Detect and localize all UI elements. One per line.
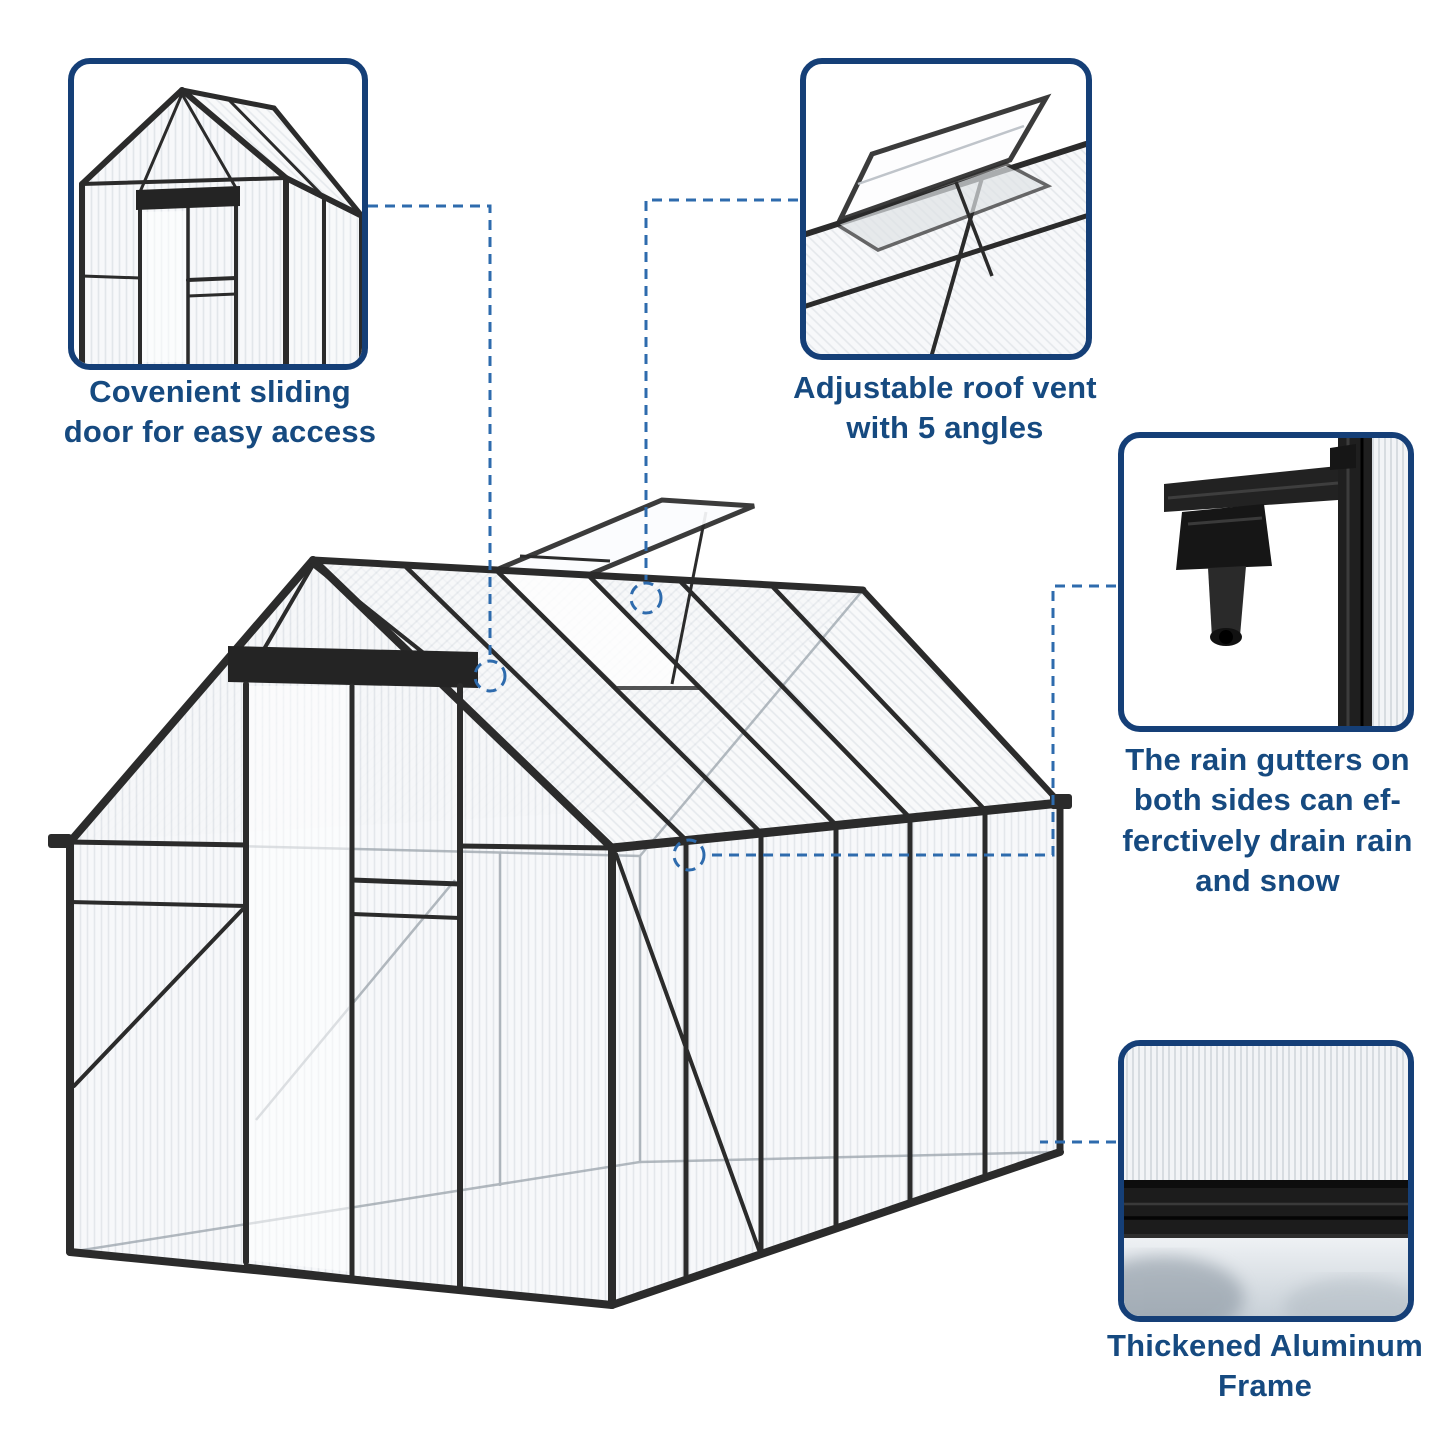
caption-roof-vent: Adjustable roof vent with 5 angles [793,370,1097,446]
marker-door-icon [473,659,507,693]
marker-gutter-icon [672,838,706,872]
sliding-door [228,646,478,1293]
caption-sliding-door: Covenient sliding door for easy access [63,374,377,450]
gutter-end-caps [48,794,1072,848]
connector-door [368,204,492,660]
callout-rain-gutter-thumbnail [1118,432,1414,732]
callout-sliding-door-thumbnail [68,58,368,370]
roof-vent-closeup [806,93,1086,354]
door-opening [248,686,352,1272]
callout-aluminum-frame-thumbnail [1118,1040,1414,1322]
sliding-door-closeup [79,87,362,364]
caption-aluminum-frame: Thickened Aluminum Frame [1107,1328,1423,1404]
marker-vent-icon [629,581,663,615]
callout-connectors [368,198,1116,1144]
caption-rain-gutter: The rain gutters on both sides can ef- f… [1122,742,1413,898]
rain-gutter-closeup [1164,438,1408,726]
callout-roof-vent-thumbnail [800,58,1092,360]
aluminum-frame-closeup [1124,1046,1408,1316]
